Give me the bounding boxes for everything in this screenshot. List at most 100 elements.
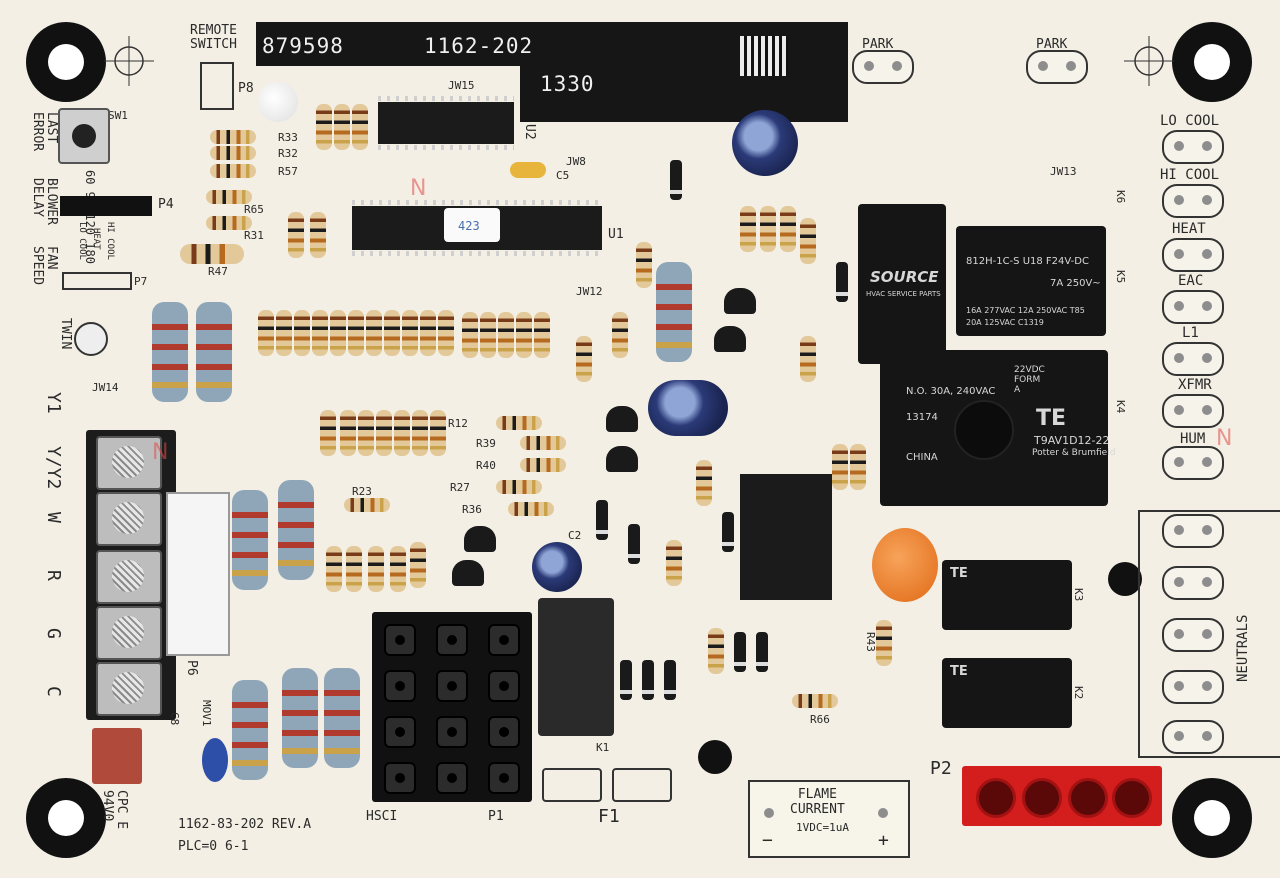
resistor [366, 310, 382, 356]
l1-terminal[interactable] [1162, 342, 1224, 376]
hum-terminal[interactable] [1162, 446, 1224, 480]
transistor [452, 560, 484, 586]
r12-label: R12 [448, 417, 468, 430]
r23-label: R23 [352, 485, 372, 498]
cpc-label: CPC E 94V0 [100, 790, 129, 830]
part-label-lower [520, 66, 848, 122]
k6-label: K6 [1114, 190, 1127, 204]
resistor [438, 310, 454, 356]
ic-regulator [740, 474, 832, 600]
resistor [520, 436, 566, 450]
resistor [462, 312, 478, 358]
blower-delay-jumper[interactable] [60, 196, 152, 216]
fan-speed-label: FAN SPEED [30, 246, 59, 286]
resistor [832, 444, 848, 490]
ceramic-capacitor [872, 528, 938, 602]
lo-cool-terminal[interactable] [1162, 130, 1224, 164]
diode [734, 632, 746, 672]
connector-pin [384, 670, 416, 702]
relay-k4-model: T9AV1D12-22 [1034, 434, 1110, 447]
relay-k5-rating3: 20A 125VAC C1319 [966, 318, 1044, 327]
p6-connector[interactable] [166, 492, 230, 656]
neutral-terminal-1[interactable] [1162, 514, 1224, 548]
source-logo-text: SOURCE [870, 268, 939, 286]
neutral-terminal-3[interactable] [1162, 618, 1224, 652]
screw-terminal-r[interactable] [96, 606, 162, 660]
connector-pin [1022, 778, 1062, 818]
screw-terminal-y1[interactable] [96, 436, 162, 490]
connector-pin [1068, 778, 1108, 818]
terminal-label-r: R [43, 570, 64, 581]
r32-label: R32 [278, 147, 298, 160]
power-resistor [324, 668, 360, 768]
park-label-1: PARK [862, 37, 894, 52]
eac-label: EAC [1178, 273, 1204, 289]
jw8-label: JW8 [566, 155, 586, 168]
xfmr-terminal[interactable] [1162, 394, 1224, 428]
hum-label: HUM [1180, 431, 1206, 447]
blower-delay-label: BLOWER DELAY [30, 178, 59, 225]
resistor [576, 336, 592, 382]
resistor [480, 312, 496, 358]
relay-k4-rating: N.O. 30A, 240VAC [906, 386, 996, 397]
connector-pin [436, 716, 468, 748]
resistor [352, 104, 368, 150]
last-error-button[interactable] [58, 108, 110, 164]
resistor [534, 312, 550, 358]
connector-pin [384, 624, 416, 656]
resistor [334, 104, 350, 150]
resistor [210, 146, 256, 160]
flame-test-pad-minus[interactable] [764, 808, 774, 818]
resistor [508, 502, 554, 516]
connector-pin [436, 762, 468, 794]
screw-terminal-c[interactable] [96, 662, 162, 716]
resistor [206, 216, 252, 230]
red-marking: N [152, 440, 169, 465]
resistor [708, 628, 724, 674]
hi-cool-terminal[interactable] [1162, 184, 1224, 218]
capacitor-c5 [510, 162, 546, 178]
heat-terminal[interactable] [1162, 238, 1224, 272]
relay-k4-lot: 13174 [906, 412, 938, 423]
screw-terminal-w[interactable] [96, 550, 162, 604]
relay-k5-rating1: 7A 250V~ [1050, 278, 1101, 289]
resistor [430, 410, 446, 456]
power-resistor [278, 480, 314, 580]
neutral-terminal-4[interactable] [1162, 670, 1224, 704]
p7-connector[interactable] [62, 272, 132, 290]
resistor [520, 458, 566, 472]
p1-connector[interactable] [372, 612, 532, 802]
neutral-terminal-5[interactable] [1162, 720, 1224, 754]
park-terminal-2[interactable] [1026, 50, 1088, 84]
r65-label: R65 [244, 203, 264, 216]
u2-label: U2 [522, 124, 537, 140]
xfmr-label: XFMR [1178, 377, 1212, 393]
p4-label: P4 [158, 197, 174, 212]
p2-connector[interactable] [962, 766, 1162, 826]
resistor [792, 694, 838, 708]
resistor [696, 460, 712, 506]
k4-label: K4 [1114, 400, 1127, 414]
mov1-label: MOV1 [200, 700, 213, 727]
resistor [348, 310, 364, 356]
park-terminal-1[interactable] [852, 50, 914, 84]
neutral-terminal-2[interactable] [1162, 566, 1224, 600]
resistor [210, 164, 256, 178]
jw14-label: JW14 [92, 381, 119, 394]
k2-label: K2 [1072, 686, 1085, 700]
p8-label: P8 [238, 81, 254, 96]
eac-terminal[interactable] [1162, 290, 1224, 324]
c2-label: C2 [568, 529, 582, 542]
fuse-holder-left [542, 768, 602, 802]
neutrals-block [1138, 510, 1280, 758]
electrolytic-capacitor-c2 [532, 542, 582, 592]
flame-test-pad-plus[interactable] [878, 808, 888, 818]
mounting-hole-bottom-right [1172, 778, 1252, 858]
resistor [740, 206, 756, 252]
red-marking: N [1216, 426, 1233, 451]
ic-sticker [444, 208, 500, 242]
screw-terminal-y2[interactable] [96, 492, 162, 546]
power-resistor [232, 490, 268, 590]
relay-k5-model: 812H-1C-S U18 F24V-DC [966, 256, 1089, 267]
twin-terminal[interactable] [74, 322, 108, 356]
